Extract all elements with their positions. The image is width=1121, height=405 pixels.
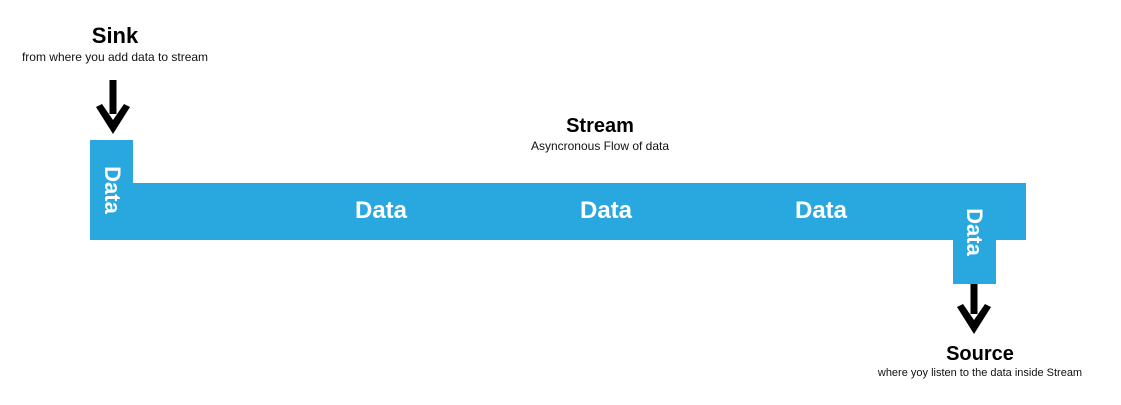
pipe-inlet-label: Data: [100, 166, 125, 214]
sink-caption: from where you add data to stream: [21, 50, 209, 64]
source-title: Source: [946, 343, 1014, 365]
pipe-data-label: Data: [579, 197, 633, 224]
sink-group: Sink from where you add data to stream: [0, 23, 230, 65]
pipe-data-label: Data: [354, 197, 408, 224]
pipe-outlet: [953, 183, 996, 284]
source-caption: where yoy listen to the data inside Stre…: [877, 367, 1083, 379]
source-group: Source where yoy listen to the data insi…: [840, 342, 1120, 380]
pipe-outlet-label: Data: [962, 208, 987, 256]
arrow-down-icon: [957, 284, 991, 334]
arrow-down-icon: [96, 80, 130, 134]
pipe-data-label: Data: [794, 197, 848, 224]
pipe-body: [90, 183, 1026, 240]
stream-caption: Asyncronous Flow of data: [530, 139, 670, 153]
stream-title: Stream: [566, 115, 634, 137]
stream-group: Stream Asyncronous Flow of data: [460, 114, 740, 153]
sink-title: Sink: [91, 23, 139, 48]
